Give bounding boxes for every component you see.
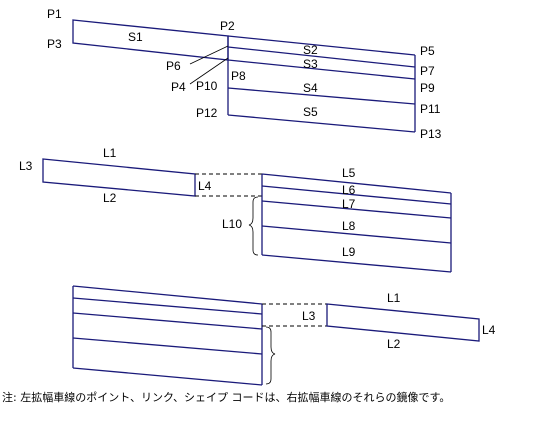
label-p6: P6 xyxy=(166,59,181,73)
label-l3: L3 xyxy=(19,159,33,173)
label-l4: L4 xyxy=(198,179,212,193)
left-brace xyxy=(265,326,276,385)
label-p13: P13 xyxy=(420,127,442,141)
link-l3-outline xyxy=(42,158,196,197)
diagram-right-widening: L1 L2 L3 L4 L5 L6 L7 L8 L9 L10 xyxy=(19,146,452,273)
label-s5: S5 xyxy=(303,105,318,119)
lane-l5-top xyxy=(261,173,452,194)
label-l9: L9 xyxy=(342,245,356,259)
label-s3: S3 xyxy=(303,57,318,71)
label-l1: L1 xyxy=(103,146,117,160)
left-label-l4: L4 xyxy=(482,323,496,337)
label-l10: L10 xyxy=(222,217,242,231)
label-p8: P8 xyxy=(231,69,246,83)
label-l6: L6 xyxy=(342,183,356,197)
label-p12: P12 xyxy=(196,106,218,120)
left-link-outline xyxy=(326,303,480,342)
label-p5: P5 xyxy=(420,44,435,58)
lane-l8-top xyxy=(261,225,452,244)
footnote: 注: 左拡幅車線のポイント、リンク、シェイプ コードは、右拡幅車線のそれらの鏡像… xyxy=(2,391,451,404)
lane-l6-top xyxy=(261,185,452,205)
label-s4: S4 xyxy=(303,81,318,95)
lane-l9-bottom xyxy=(261,254,452,273)
label-s1: S1 xyxy=(128,30,143,44)
left-lane-2-top xyxy=(72,297,263,315)
label-l2: L2 xyxy=(103,191,117,205)
label-l7: L7 xyxy=(342,197,356,211)
label-p11: P11 xyxy=(420,102,441,116)
label-p9: P9 xyxy=(420,81,435,95)
diagram-left-widening: L1 L2 L3 L4 xyxy=(72,285,496,386)
lane-divider-2 xyxy=(227,59,416,80)
diagram-points-shapes: P1 P2 P3 P4 P5 P6 P7 P8 P9 P10 P11 P12 P… xyxy=(47,7,442,141)
left-label-l3: L3 xyxy=(302,309,316,323)
lane-l7-top xyxy=(261,200,452,219)
l10-brace xyxy=(248,196,259,256)
left-lane-1-top xyxy=(72,285,263,305)
label-p4: P4 xyxy=(171,80,186,94)
lane-bottom-edge xyxy=(227,114,416,133)
label-s2: S2 xyxy=(303,43,318,57)
left-lane-bottom xyxy=(72,367,263,386)
left-lane-4-top xyxy=(72,337,263,355)
label-p10: P10 xyxy=(196,79,218,93)
label-l5: L5 xyxy=(342,166,356,180)
lane-top-edge xyxy=(227,35,416,56)
label-p7: P7 xyxy=(420,64,435,78)
label-l8: L8 xyxy=(342,219,356,233)
shape-s1-outline xyxy=(72,19,229,61)
lane-divider-1 xyxy=(227,46,416,68)
left-lane-3-top xyxy=(72,312,263,330)
leader-p6 xyxy=(189,45,229,65)
left-label-l2: L2 xyxy=(387,337,401,351)
label-p2: P2 xyxy=(220,19,235,33)
label-p1: P1 xyxy=(47,7,62,21)
lane-divider-3 xyxy=(227,87,416,105)
leader-p4 xyxy=(189,57,229,85)
label-p3: P3 xyxy=(47,37,62,51)
left-label-l1: L1 xyxy=(387,291,401,305)
